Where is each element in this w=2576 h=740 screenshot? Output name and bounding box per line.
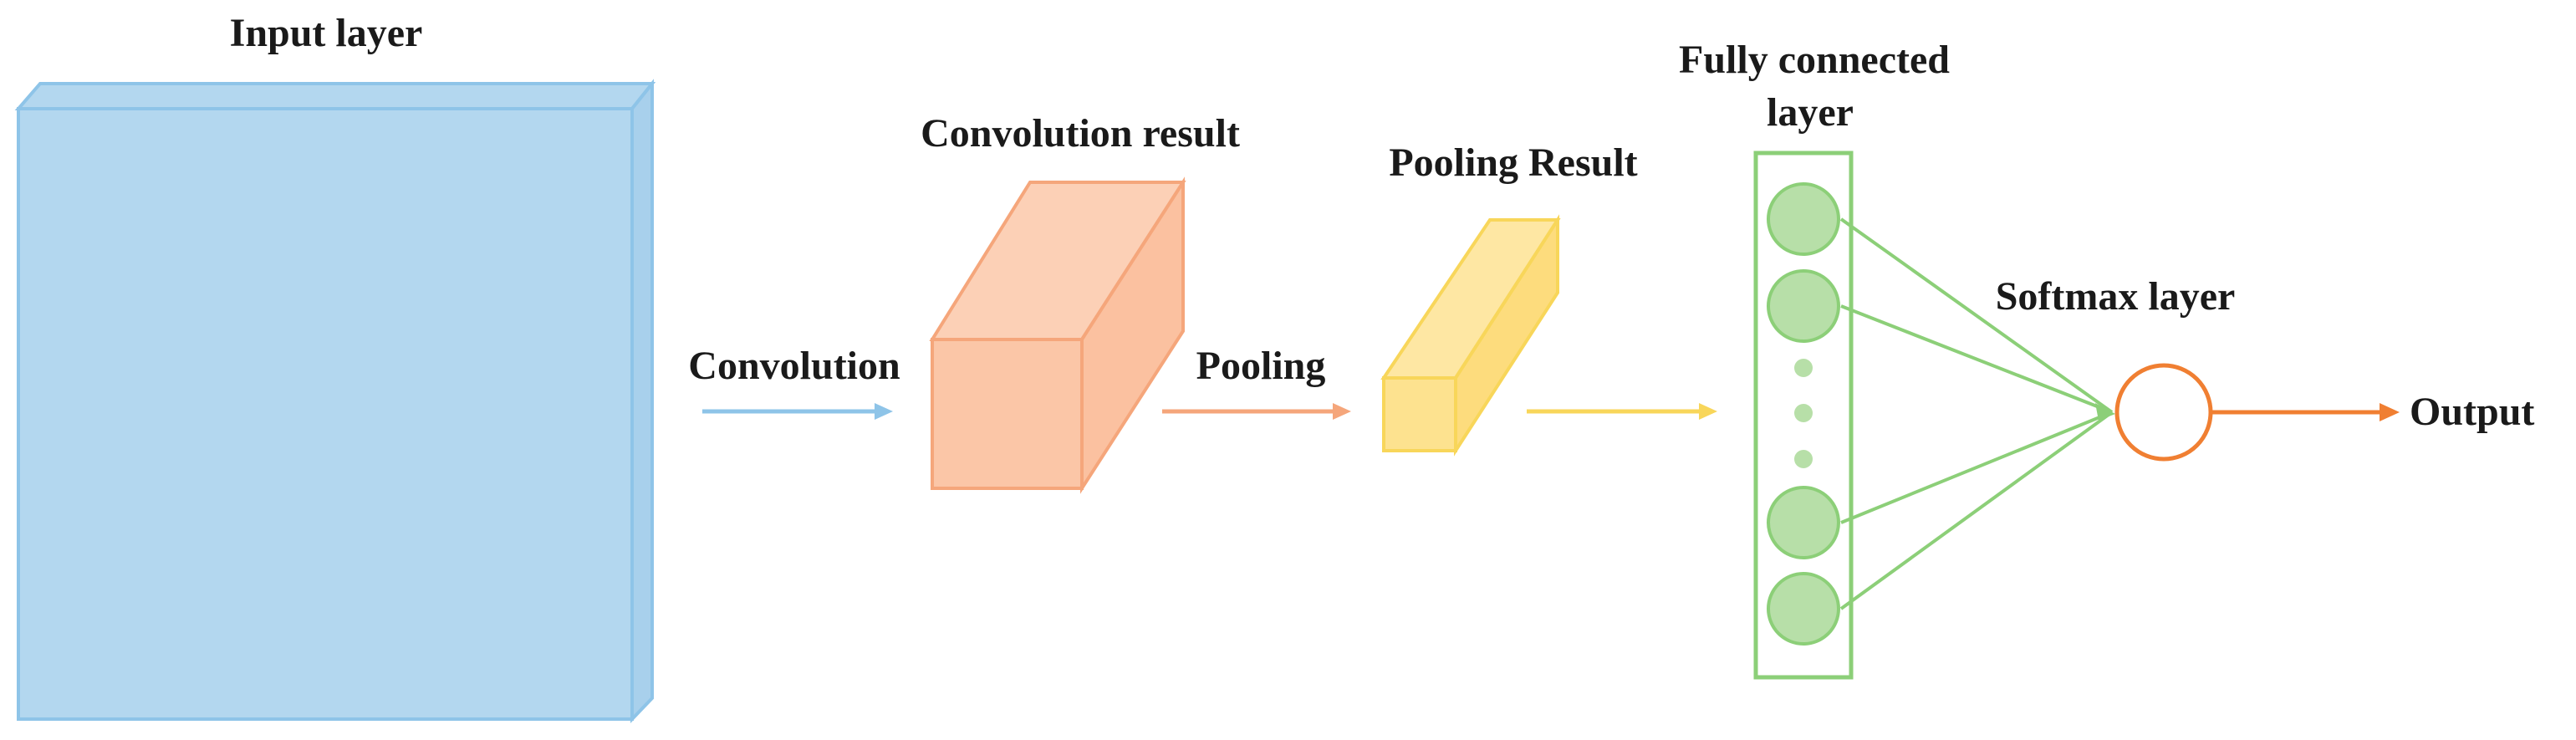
output-label: Output <box>2410 390 2534 434</box>
fc-ellipsis-dot <box>1794 359 1813 377</box>
fc-ellipsis-dot <box>1794 450 1813 468</box>
pool-front-face <box>1382 376 1457 452</box>
convolution-result-cuboid <box>929 176 1186 494</box>
fully-connected-layer <box>1753 151 2115 680</box>
fc-node <box>1767 269 1840 343</box>
convolution-result-label: Convolution result <box>921 111 1240 156</box>
input-layer-label: Input layer <box>230 11 423 55</box>
fc-connection-arrowhead <box>2095 403 2115 421</box>
softmax-layer-label: Softmax layer <box>1996 274 2236 319</box>
pooling-result-label: Pooling Result <box>1389 140 1637 185</box>
softmax-node <box>2114 363 2213 462</box>
pooling-label: Pooling <box>1196 344 1326 388</box>
fc-connections <box>1839 217 2114 610</box>
conv-front-face <box>931 338 1084 490</box>
fc-node <box>1767 182 1840 256</box>
pooling-arrow <box>1162 403 1351 420</box>
input-layer-side-face <box>630 79 654 723</box>
fc-ellipsis-dot <box>1794 404 1813 422</box>
convolution-label: Convolution <box>688 344 900 388</box>
fc-node <box>1767 486 1840 559</box>
convolution-arrow <box>702 403 893 420</box>
fully-connected-label-line2: layer <box>1767 90 1854 135</box>
fc-node <box>1767 572 1840 646</box>
pooling-result-cuboid <box>1380 214 1561 457</box>
output-arrow <box>2211 403 2400 421</box>
fc-input-arrow <box>1527 403 1717 420</box>
input-layer-top-face <box>14 82 656 110</box>
input-layer-block <box>14 79 656 723</box>
input-layer-front-face <box>17 107 634 721</box>
fully-connected-label-line1: Fully connected <box>1679 38 1950 82</box>
